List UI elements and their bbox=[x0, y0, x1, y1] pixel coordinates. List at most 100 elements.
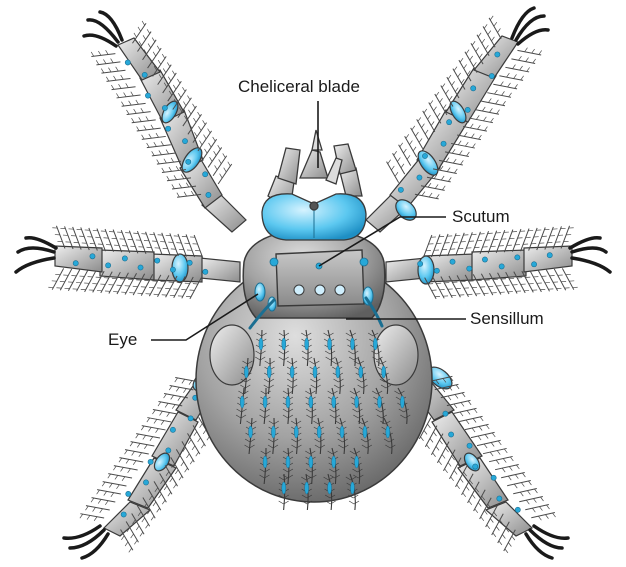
leg-seta-barb bbox=[431, 121, 434, 125]
leg-seta-barb bbox=[395, 172, 398, 176]
leg-seta-barb bbox=[418, 117, 421, 121]
leg-seta-barb bbox=[196, 452, 199, 456]
leg-seta bbox=[121, 529, 133, 550]
leg-seta-barb bbox=[141, 426, 144, 430]
leg-spot bbox=[188, 416, 193, 421]
leg-seta-barb bbox=[192, 446, 195, 450]
leg-seta bbox=[423, 235, 432, 258]
leg-seta-barb bbox=[436, 92, 439, 96]
leg-seta-barb bbox=[466, 420, 469, 424]
leg-spot bbox=[497, 496, 502, 501]
leg-seta bbox=[459, 60, 471, 81]
leg-seta-barb bbox=[194, 432, 197, 436]
leg-seta-barb bbox=[468, 401, 471, 405]
leg-spot bbox=[125, 60, 130, 65]
leg-seta-barb bbox=[407, 155, 410, 159]
body-seta-base bbox=[328, 482, 332, 494]
leg-seta-barb bbox=[136, 526, 139, 530]
leg-seta-barb bbox=[434, 107, 437, 111]
leg-seta bbox=[481, 101, 505, 106]
leg-spot bbox=[418, 261, 423, 266]
leg-seta-barb bbox=[474, 409, 477, 413]
leg-seta-barb bbox=[489, 108, 492, 112]
leg-seta-barb bbox=[91, 52, 94, 56]
leg-seta-barb bbox=[406, 134, 409, 138]
leg-seta-barb bbox=[454, 169, 457, 173]
leg-seta bbox=[188, 433, 200, 454]
body-seta-barb bbox=[279, 501, 284, 504]
leg-seta-barb bbox=[147, 143, 150, 147]
leg-seta-barb bbox=[158, 60, 161, 64]
leg-seta-barb bbox=[427, 424, 430, 428]
leg-seta-barb bbox=[435, 184, 438, 188]
leg-seta-barb bbox=[472, 41, 475, 45]
leg-seta bbox=[443, 450, 455, 471]
leg-seta bbox=[504, 230, 513, 253]
leg-seta bbox=[127, 112, 151, 115]
leg-seta-barb bbox=[401, 164, 404, 168]
leg-seta bbox=[103, 482, 127, 486]
leg-seta-barb bbox=[109, 483, 112, 487]
leg-seta-barb bbox=[462, 393, 465, 397]
leg-seta-barb bbox=[500, 82, 503, 86]
leg-seta bbox=[471, 432, 495, 437]
leg-seta-barb bbox=[199, 141, 202, 145]
leg-seta-barb bbox=[176, 166, 179, 170]
leg-spot bbox=[495, 52, 500, 57]
leg-seta-barb bbox=[152, 38, 155, 42]
leg-seta-barb bbox=[124, 93, 127, 97]
body-seta-base bbox=[290, 366, 294, 378]
leg-seta-barb bbox=[132, 118, 135, 122]
leg-seta bbox=[405, 136, 417, 157]
leg-seta bbox=[157, 161, 181, 164]
leg-seta-barb bbox=[154, 142, 157, 146]
leg-spot bbox=[121, 512, 126, 517]
leg-spot bbox=[138, 265, 143, 270]
leg-spot bbox=[187, 260, 192, 265]
leg-spot bbox=[182, 139, 187, 144]
leg-seta-barb bbox=[147, 29, 150, 33]
leg-seta-barb bbox=[154, 419, 157, 423]
leg-seta-barb bbox=[481, 517, 484, 521]
leg-seta-barb bbox=[106, 50, 109, 54]
leg-seta-barb bbox=[452, 81, 455, 85]
leg-seta-barb bbox=[472, 428, 475, 432]
body-seta-base bbox=[305, 482, 309, 494]
leg-seta bbox=[186, 234, 195, 257]
leg-seta bbox=[465, 52, 477, 73]
leg-seta bbox=[440, 234, 449, 257]
leg-spot bbox=[547, 253, 552, 258]
leg-seta bbox=[447, 77, 459, 98]
leg-seta-barb bbox=[528, 481, 531, 485]
leg-seta-barb bbox=[486, 425, 489, 429]
gnathosoma bbox=[262, 130, 366, 240]
leg-seta-barb bbox=[498, 28, 501, 32]
leg-seta-barb bbox=[476, 115, 479, 119]
leg-seta-barb bbox=[137, 443, 140, 447]
leg-seta-barb bbox=[129, 548, 132, 552]
leg-spot bbox=[126, 491, 131, 496]
leg-seta-barb bbox=[121, 75, 124, 79]
leg-seta-barb bbox=[131, 92, 134, 96]
leg-seta-barb bbox=[498, 441, 501, 445]
body-seta-base bbox=[263, 396, 267, 408]
leg-seta-barb bbox=[428, 115, 431, 119]
leg-seta-barb bbox=[403, 149, 406, 153]
leg-seta-barb bbox=[533, 59, 536, 63]
leg-seta-barb bbox=[521, 483, 524, 487]
leg-seta bbox=[56, 226, 65, 249]
leg-seta-barb bbox=[172, 71, 175, 75]
leg-seta-barb bbox=[540, 497, 543, 501]
leg-spot bbox=[450, 259, 455, 264]
leg-spot bbox=[155, 258, 160, 263]
leg-seta-barb bbox=[480, 417, 483, 421]
leg-seta-barb bbox=[391, 166, 394, 170]
leg-seta-barb bbox=[433, 432, 436, 436]
leg-seta bbox=[164, 394, 188, 398]
leg-seta-barb bbox=[144, 445, 147, 449]
leg-seta-barb bbox=[156, 133, 159, 137]
leg-seta bbox=[399, 145, 411, 166]
leg-seta-barb bbox=[116, 93, 119, 97]
leg-seta-barb bbox=[478, 33, 481, 37]
leg-seta bbox=[112, 87, 136, 90]
